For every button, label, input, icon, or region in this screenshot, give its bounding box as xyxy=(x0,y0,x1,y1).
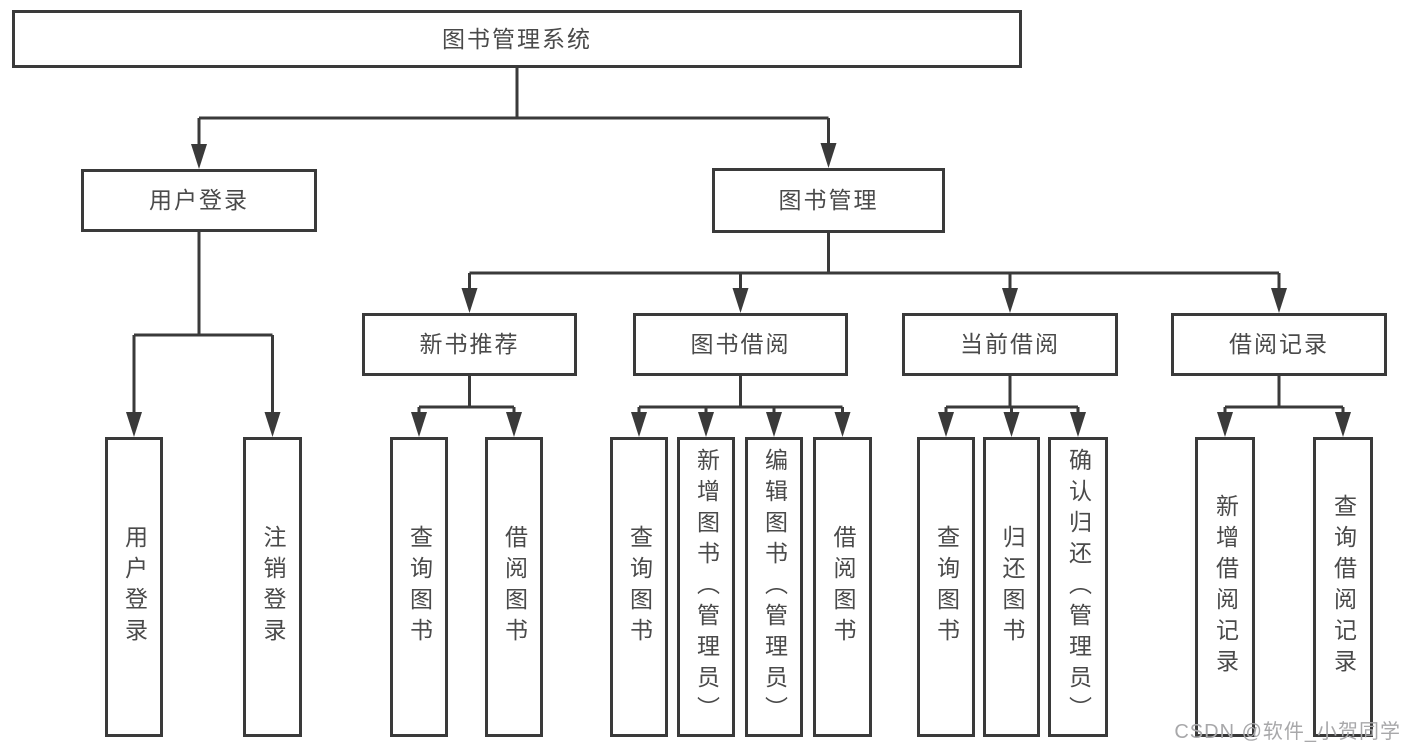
node-label: 查询借阅记录 xyxy=(1330,494,1357,680)
node-new-book-recommendation: 新书推荐 xyxy=(362,313,577,376)
node-label: 借阅图书 xyxy=(501,525,528,649)
node-add-books-admin: 新增图书（管理员） xyxy=(677,437,735,737)
node-label: 查询图书 xyxy=(933,525,960,649)
node-book-management: 图书管理 xyxy=(712,168,945,233)
node-label: 借阅图书 xyxy=(830,525,856,649)
node-label: 当前借阅 xyxy=(960,331,1060,357)
node-user-login: 用户登录 xyxy=(105,437,163,737)
node-label: 用户登录 xyxy=(121,525,148,649)
node-label: 新增借阅记录 xyxy=(1212,494,1239,680)
node-return-books: 归还图书 xyxy=(983,437,1040,737)
node-borrowing-records: 借阅记录 xyxy=(1171,313,1387,376)
node-label: 图书管理 xyxy=(778,187,879,213)
node-library-management-system: 图书管理系统 xyxy=(12,10,1022,68)
node-label: 注销登录 xyxy=(260,525,286,649)
csdn-watermark: CSDN @软件_小贺同学 xyxy=(1174,721,1401,743)
node-label: 用户登录 xyxy=(149,187,249,213)
node-query-borrow-record: 查询借阅记录 xyxy=(1313,437,1373,737)
node-label: 借阅记录 xyxy=(1229,331,1329,357)
node-label: 查询图书 xyxy=(626,525,653,649)
node-borrow-books-1: 借阅图书 xyxy=(485,437,543,737)
node-label: 新增图书（管理员） xyxy=(693,447,720,727)
node-query-books-1: 查询图书 xyxy=(390,437,448,737)
node-label: 查询图书 xyxy=(406,525,433,649)
node-label: 图书管理系统 xyxy=(442,25,592,52)
node-label: 编辑图书（管理员） xyxy=(761,447,788,727)
node-book-borrowing: 图书借阅 xyxy=(633,313,848,376)
node-borrow-books-2: 借阅图书 xyxy=(813,437,872,737)
node-label: 新书推荐 xyxy=(419,331,520,357)
node-logout: 注销登录 xyxy=(243,437,302,737)
node-label: 确认归还（管理员） xyxy=(1065,447,1092,727)
node-current-borrowing: 当前借阅 xyxy=(902,313,1118,376)
node-label: 归还图书 xyxy=(999,525,1025,649)
node-confirm-return-admin: 确认归还（管理员） xyxy=(1048,437,1108,737)
node-edit-books-admin: 编辑图书（管理员） xyxy=(745,437,803,737)
node-query-books-2: 查询图书 xyxy=(610,437,668,737)
node-label: 图书借阅 xyxy=(690,331,791,357)
node-user-login-group: 用户登录 xyxy=(81,169,317,232)
node-query-books-3: 查询图书 xyxy=(917,437,975,737)
node-add-borrow-record: 新增借阅记录 xyxy=(1195,437,1255,737)
